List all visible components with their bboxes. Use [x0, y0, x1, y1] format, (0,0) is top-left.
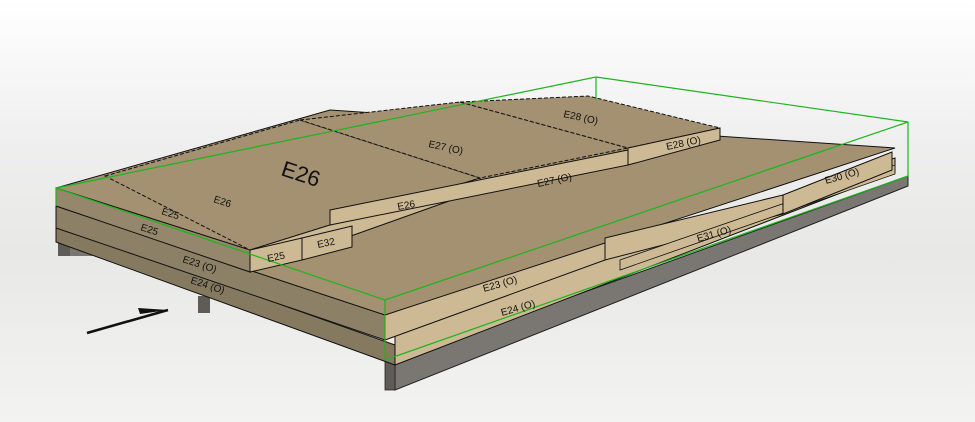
label-e25-edge: E25	[266, 250, 286, 265]
label-e26-edge: E26	[397, 199, 417, 213]
block-e25-e32	[249, 225, 353, 273]
label-e32-edge: E32	[316, 236, 336, 251]
panel-e31	[604, 151, 896, 271]
panel-e28o-top	[459, 95, 721, 166]
label-small-a: E25	[160, 206, 181, 222]
selection-bounding-box	[55, 76, 909, 361]
arrow-icon	[86, 308, 169, 335]
label-small-b: E26	[212, 194, 233, 210]
label-e25-side: E25	[139, 222, 160, 238]
